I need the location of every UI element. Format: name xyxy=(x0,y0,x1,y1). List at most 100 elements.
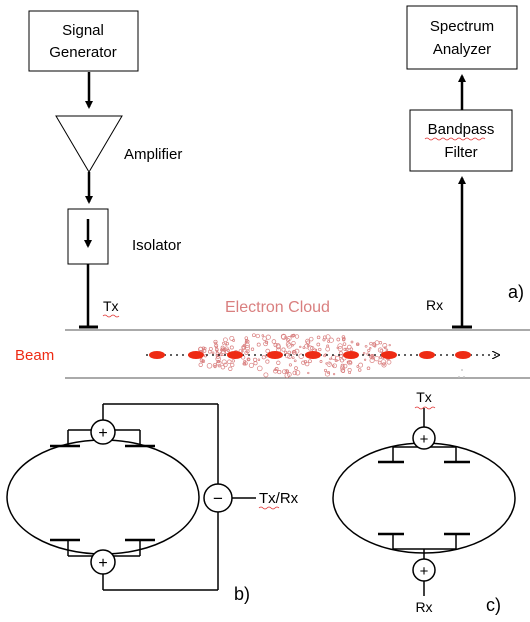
spellcheck-squiggle xyxy=(258,506,280,510)
cloud-particle xyxy=(371,342,377,347)
cloud-particle xyxy=(203,346,207,351)
amplifier-symbol xyxy=(55,115,123,173)
cloud-particle xyxy=(221,359,227,365)
bandpass-filter-label-2: Filter xyxy=(444,144,477,161)
panel-c-schematic: + Tx + Rx xyxy=(332,389,516,615)
cloud-particle xyxy=(203,354,208,358)
cloud-particle xyxy=(262,336,267,341)
cloud-particle xyxy=(304,361,310,367)
cloud-particle xyxy=(327,371,331,375)
cloud-particle xyxy=(293,359,297,363)
cloud-particle xyxy=(287,354,292,359)
cloud-particle xyxy=(274,367,279,371)
cloud-particle xyxy=(284,353,290,359)
panel-label-c: c) xyxy=(486,595,501,615)
cloud-particle xyxy=(355,342,360,346)
cloud-particle xyxy=(342,342,347,346)
tx-label-c: Tx xyxy=(416,389,432,405)
cloud-particle xyxy=(306,344,310,348)
cloud-particle xyxy=(357,368,362,372)
cloud-particle xyxy=(291,344,294,347)
panel-label-b: b) xyxy=(234,584,250,604)
signal-generator-label-1: Signal xyxy=(62,22,104,39)
artifact-dot xyxy=(458,376,460,378)
cloud-particle xyxy=(265,359,270,364)
spectrum-analyzer-label-1: Spectrum xyxy=(430,18,494,35)
cloud-particle xyxy=(213,365,217,369)
cloud-particle xyxy=(307,371,310,375)
cloud-particle xyxy=(229,345,234,350)
panel-b-schematic: + + − Tx/Rx xyxy=(6,403,299,591)
rx-label-a: Rx xyxy=(426,297,443,313)
cloud-particle xyxy=(347,344,352,350)
cloud-particle xyxy=(201,359,206,364)
cloud-particle xyxy=(261,355,266,360)
beam-bunch xyxy=(381,351,397,359)
cloud-particle xyxy=(374,340,380,346)
cloud-particle xyxy=(282,369,287,375)
cloud-particle xyxy=(253,361,258,366)
bandpass-filter-label-1: Bandpass xyxy=(428,121,495,138)
cloud-particle xyxy=(329,357,332,361)
cloud-particle xyxy=(224,346,229,351)
cloud-particle xyxy=(328,362,331,365)
cloud-particle xyxy=(229,335,235,341)
cloud-particle xyxy=(292,350,297,355)
cloud-particle xyxy=(314,348,318,352)
cloud-particle xyxy=(347,367,352,373)
cloud-particle xyxy=(265,348,270,354)
cloud-particle xyxy=(257,365,263,372)
spellcheck-squiggle xyxy=(424,137,486,141)
spellcheck-squiggle xyxy=(414,406,436,410)
beam-bunch xyxy=(305,351,321,359)
cloud-particle xyxy=(291,334,295,338)
cloud-particle xyxy=(341,335,346,339)
cloud-particle xyxy=(343,347,347,352)
cloud-particle xyxy=(271,339,277,344)
cloud-particle xyxy=(223,337,228,343)
beam-pipe-c xyxy=(332,442,516,554)
cloud-particle xyxy=(373,344,377,348)
cloud-particle xyxy=(370,353,375,358)
cloud-particle xyxy=(241,349,244,353)
beam-bunch xyxy=(188,351,204,359)
cloud-particle xyxy=(214,347,219,352)
cloud-particle xyxy=(220,347,225,352)
cloud-particle xyxy=(316,335,321,340)
cloud-particle xyxy=(337,343,343,349)
cloud-particle xyxy=(305,338,311,344)
cloud-particle xyxy=(222,341,225,345)
txrx-label: Tx/Rx xyxy=(259,490,299,507)
cloud-particle xyxy=(363,358,367,361)
cloud-particle xyxy=(215,356,221,362)
cloud-particle xyxy=(326,361,332,367)
cloud-particle xyxy=(291,356,295,360)
beam-bunch xyxy=(455,351,471,359)
cloud-particle xyxy=(277,370,282,375)
cloud-particle xyxy=(342,338,346,342)
cloud-particle xyxy=(382,362,386,366)
beam-bunches xyxy=(149,351,471,359)
plus-sign: + xyxy=(420,431,429,448)
cloud-particle xyxy=(378,356,382,359)
cloud-particle xyxy=(284,350,288,354)
cloud-particle xyxy=(247,358,251,361)
cloud-particle xyxy=(388,343,391,347)
cloud-particle xyxy=(307,345,313,351)
cloud-particle xyxy=(288,363,292,367)
cloud-particle xyxy=(255,333,260,339)
cloud-particle xyxy=(215,351,220,356)
cloud-particle xyxy=(369,354,374,359)
cloud-particle xyxy=(257,358,261,361)
cloud-particle xyxy=(290,334,294,338)
minus-sign: − xyxy=(213,489,223,508)
cloud-particle xyxy=(285,337,290,342)
cloud-particle xyxy=(227,359,232,365)
cloud-particle xyxy=(369,347,372,350)
cloud-particle xyxy=(244,345,251,351)
cloud-particle xyxy=(286,372,292,377)
cloud-particle xyxy=(244,339,249,343)
cloud-particle xyxy=(366,366,371,371)
tx-label-a: Tx xyxy=(103,298,119,314)
